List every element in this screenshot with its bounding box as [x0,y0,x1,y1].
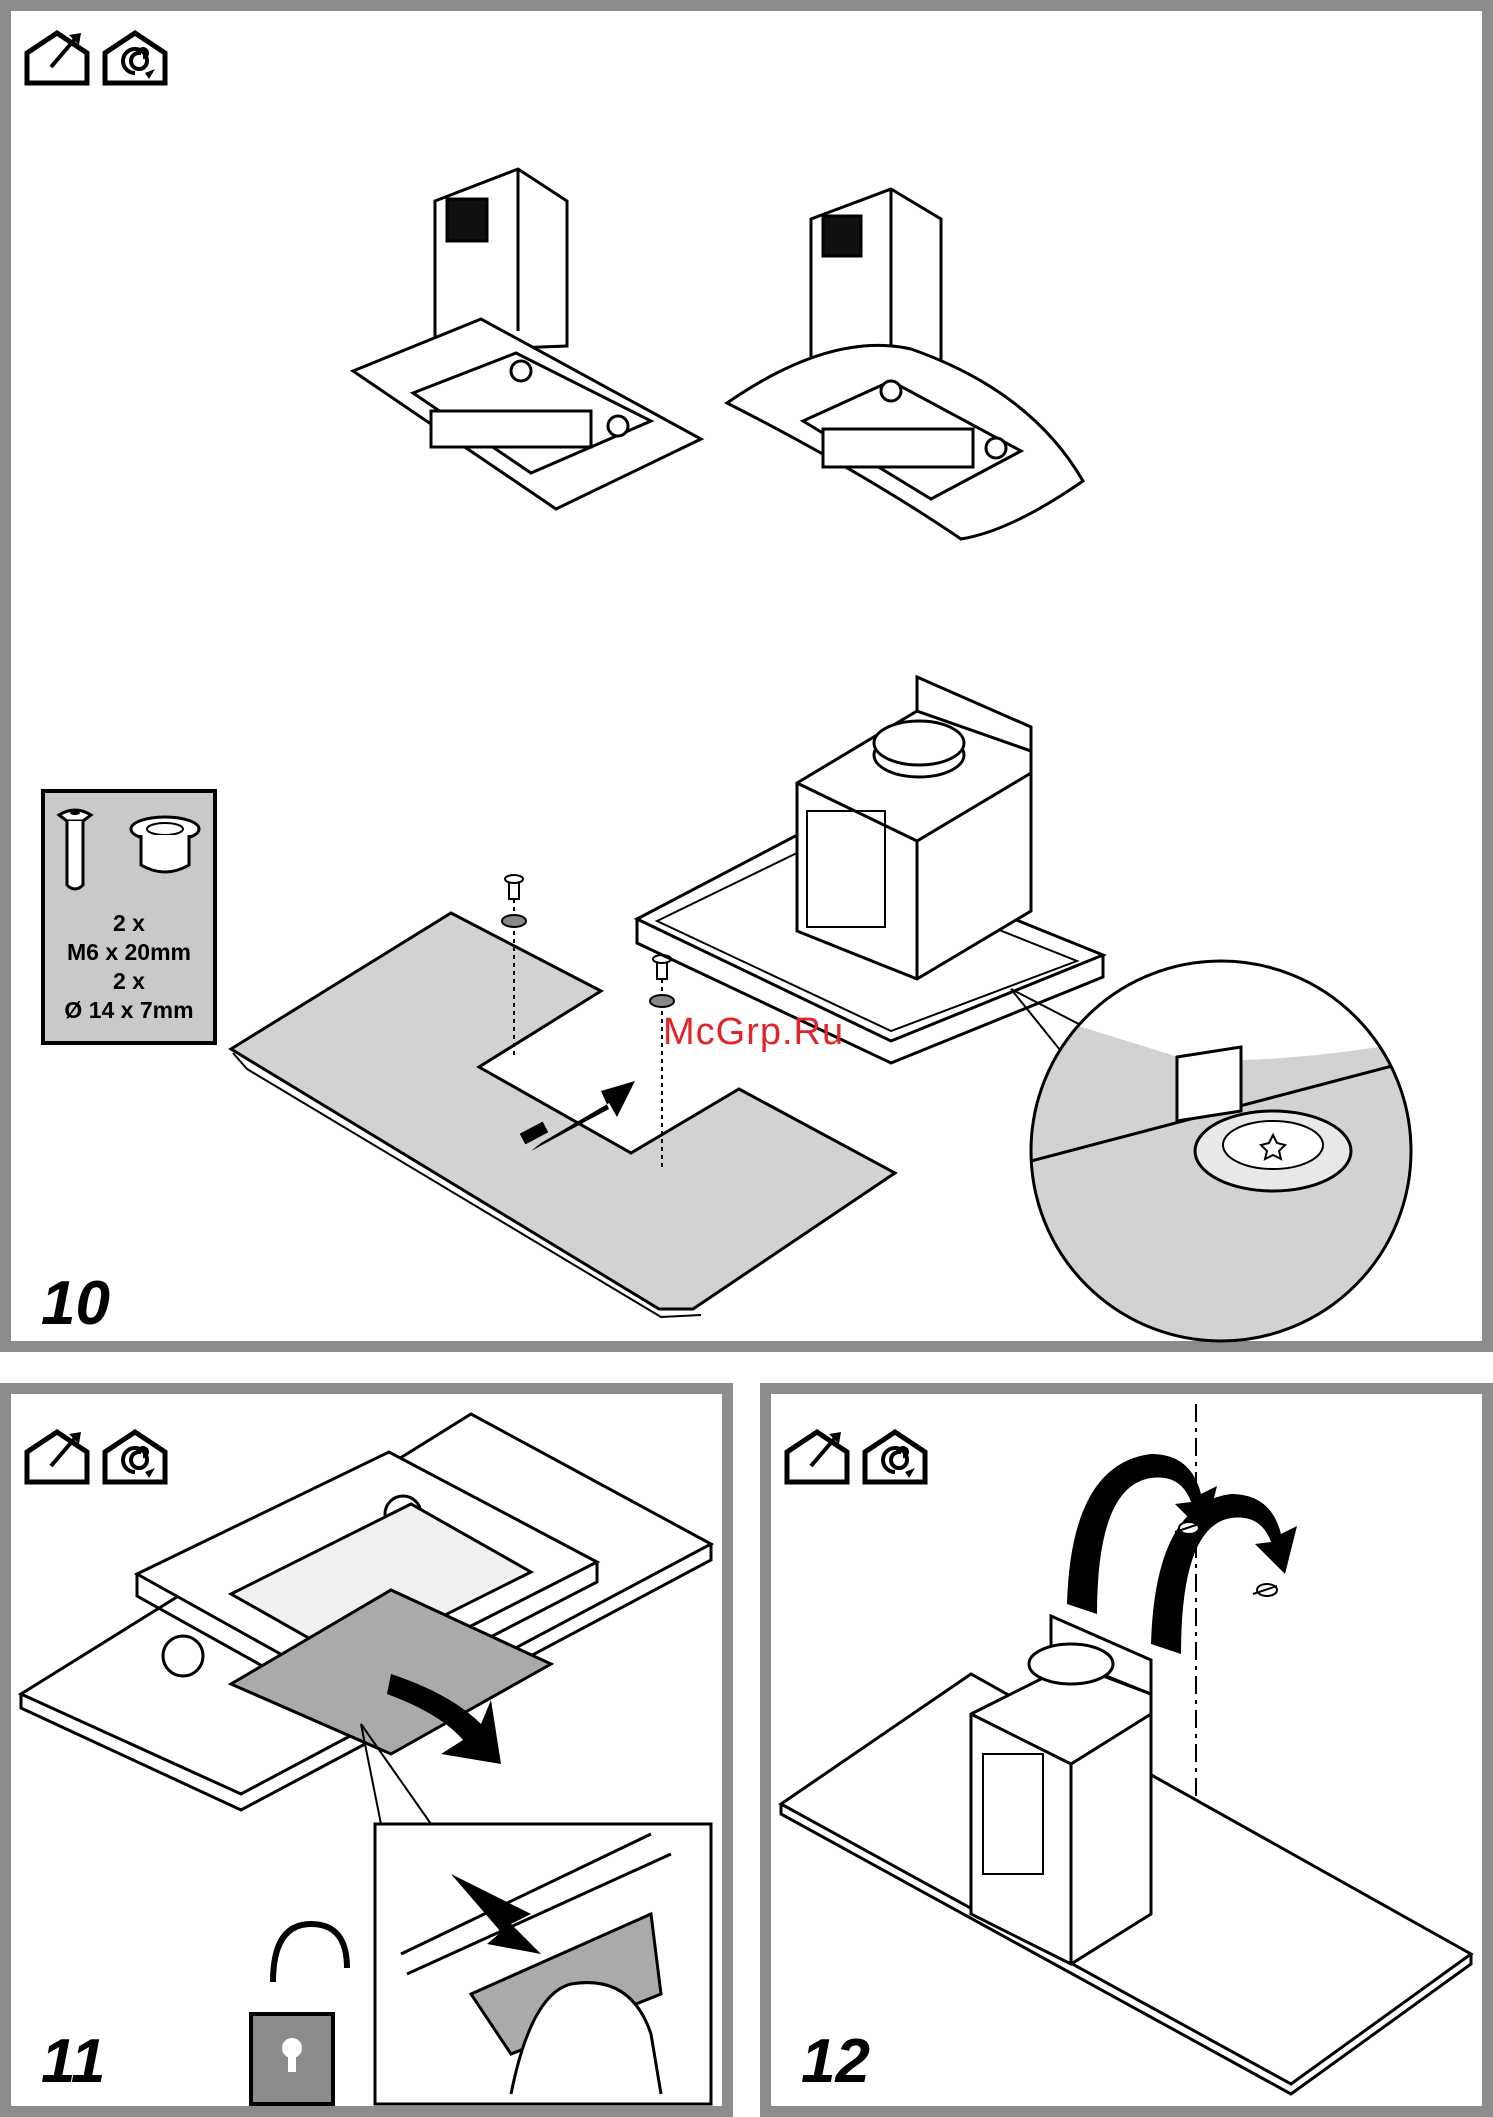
step-number: 10 [41,1273,110,1335]
hood-straight-glass [353,169,701,509]
screw-size: M6 x 20mm [45,938,213,967]
hood-body-frame [637,677,1103,1063]
step-10-panel: 2 x M6 x 20mm 2 x Ø 14 x 7mm McGrp.Ru 10 [0,0,1493,1352]
step-12-illustration [771,1394,1482,2106]
parts-box: 2 x M6 x 20mm 2 x Ø 14 x 7mm [41,789,217,1045]
step-number: 12 [801,2031,870,2093]
step-number: 11 [41,2031,105,2093]
hood-curved-glass [727,189,1083,539]
rotate-arrows [1067,1454,1297,1654]
step-11-illustration [11,1394,722,2106]
detail-inset [375,1824,711,2104]
spacer-washer-icon [127,813,203,883]
unlock-icon [251,1924,347,2104]
screw-quantity: 2 x [45,909,213,938]
watermark: McGrp.Ru [663,1011,844,1054]
motor-housing [971,1616,1151,1964]
step-11-panel: 11 [0,1383,733,2117]
step-10-illustration [11,11,1482,1341]
screw-icon [55,807,95,897]
step-12-panel: 12 [760,1383,1493,2117]
washer-quantity: 2 x [45,967,213,996]
detail-zoom-circle [1011,961,1411,1341]
washer-size: Ø 14 x 7mm [45,996,213,1025]
